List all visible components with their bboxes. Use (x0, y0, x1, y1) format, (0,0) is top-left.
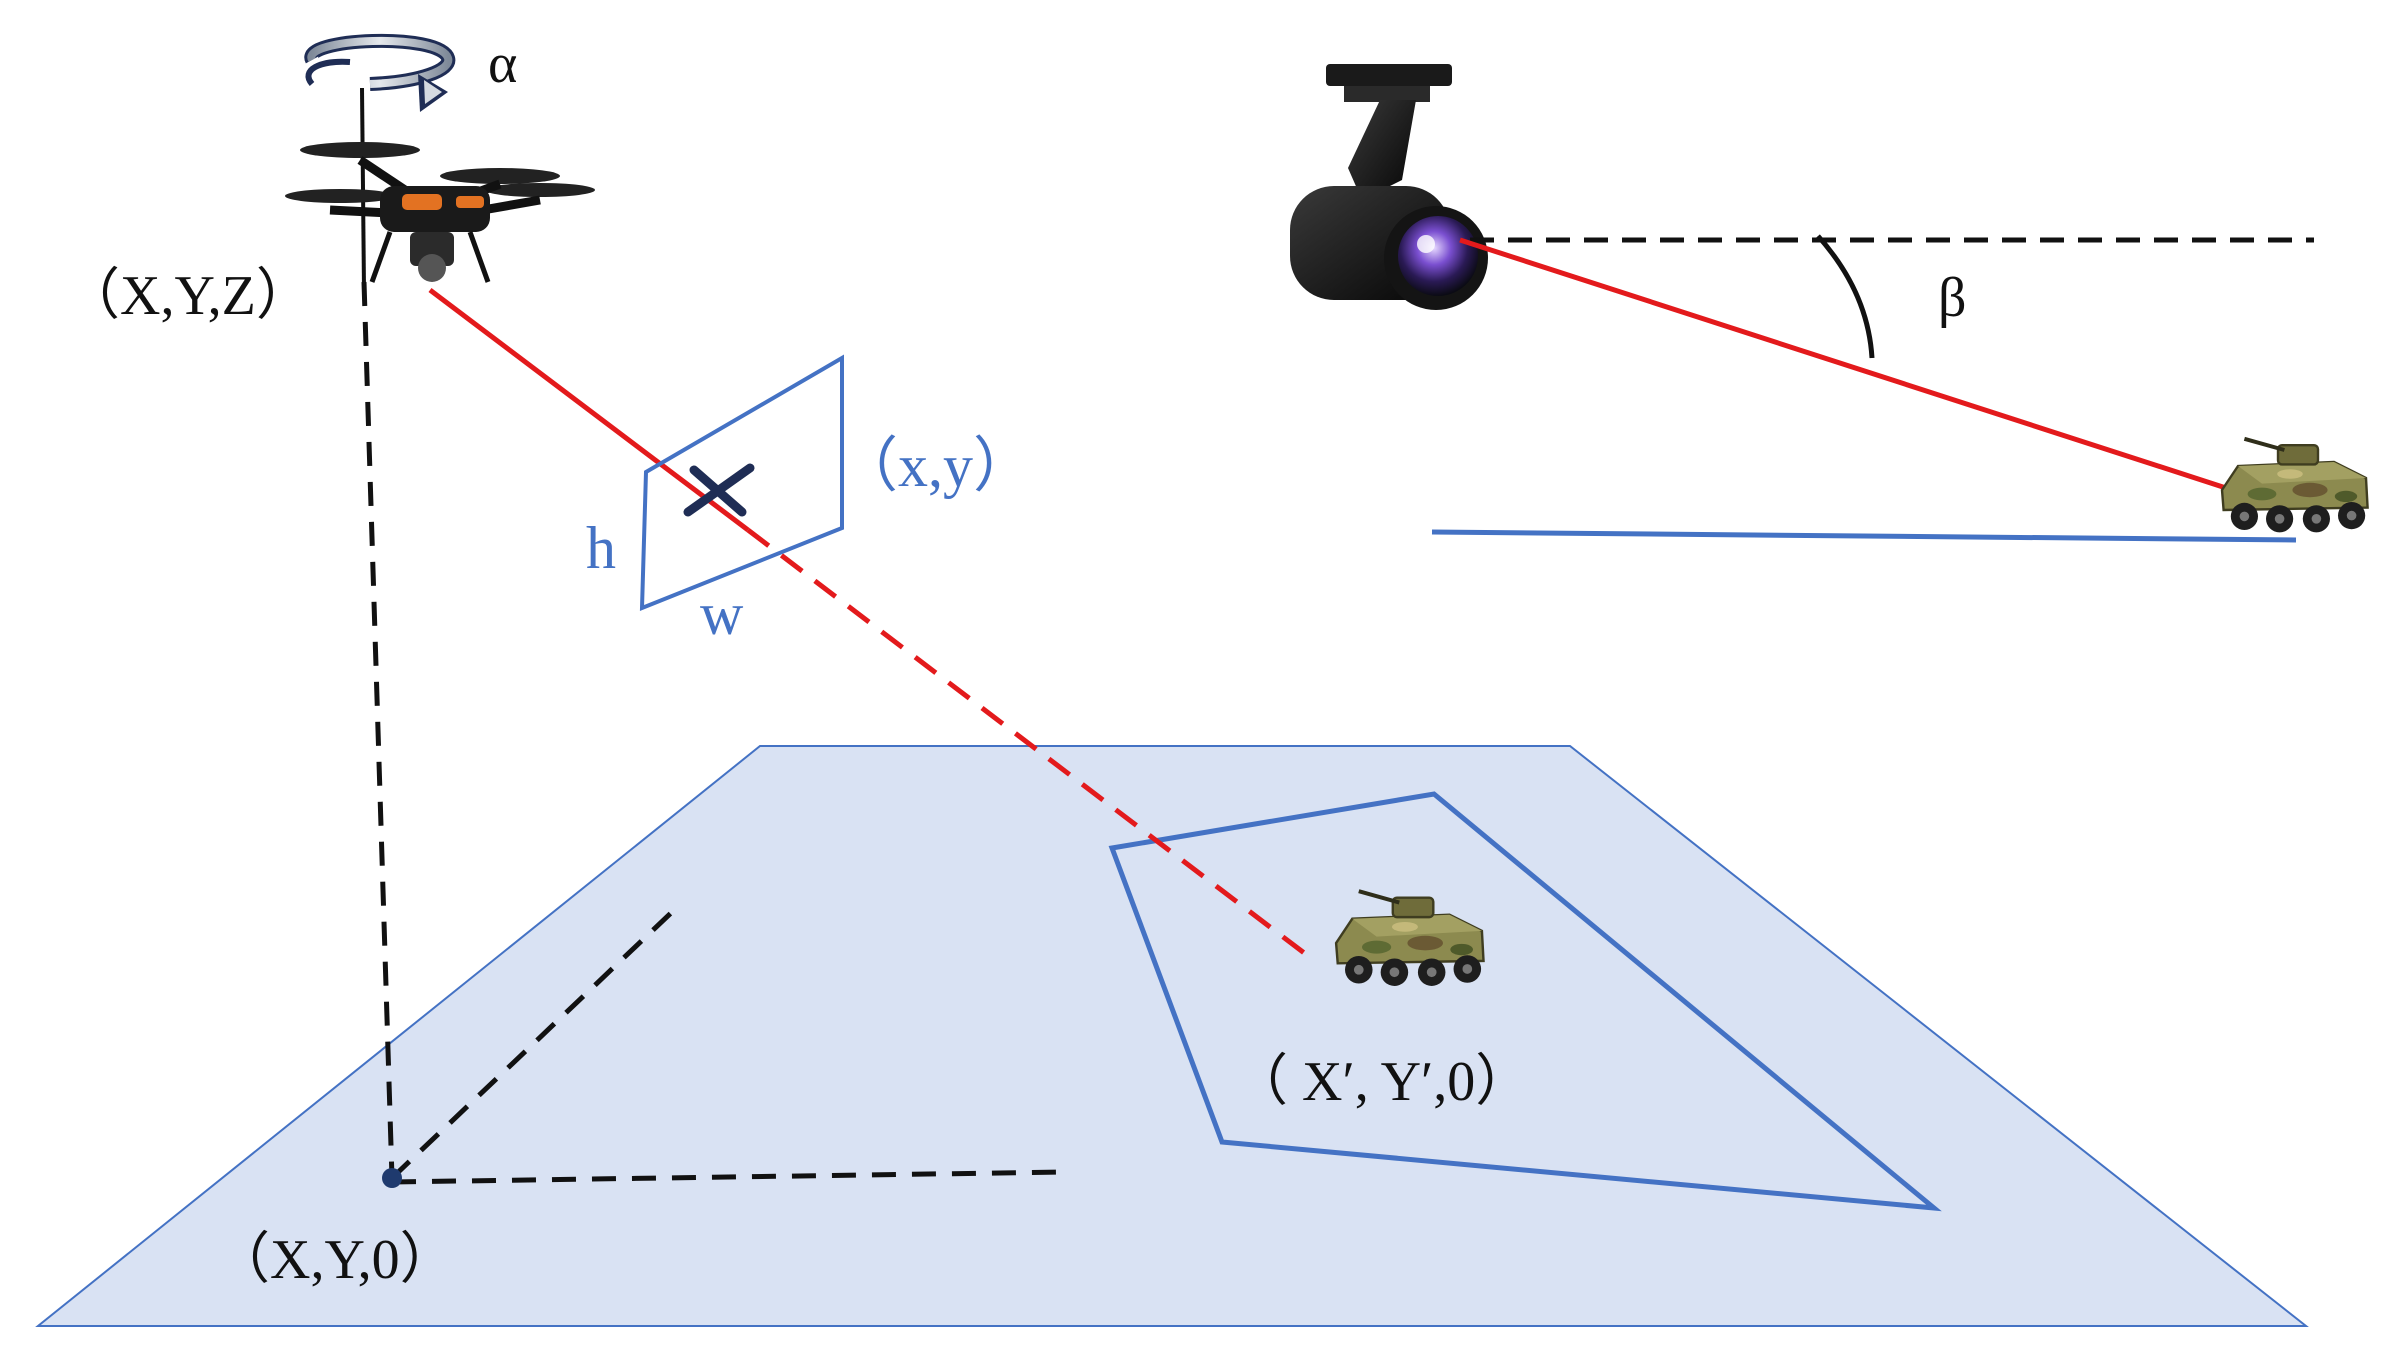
inset-ground-line (1431, 529, 2297, 543)
rotation-arrow-icon (304, 33, 456, 112)
beta-label: β (1938, 267, 1967, 329)
target-position-label: （ X′, Y′,0） (1232, 1051, 1531, 1113)
crosshair-icon (683, 463, 755, 517)
vertical-dashed-line (361, 281, 395, 1179)
ground-point-label: （X,Y,0） (214, 1229, 456, 1291)
quadcopter-drone-icon (285, 87, 595, 291)
image-point-label: （x,y） (838, 433, 1033, 499)
camera-sight-line (1459, 237, 2227, 491)
ground-axis-diagonal (390, 910, 674, 1180)
ground-footprint (1108, 791, 1942, 1212)
image-plane (639, 354, 844, 611)
ground-axis-horizontal (391, 1169, 1067, 1185)
ground-point-dot (382, 1168, 402, 1188)
beta-angle-arc (1816, 234, 1875, 359)
image-height-label: h (586, 515, 616, 581)
line-of-sight-dashed (746, 528, 1318, 964)
alpha-label: α (488, 33, 517, 95)
inset-armored-vehicle-icon (2220, 436, 2370, 535)
line-of-sight-solid (428, 288, 750, 532)
image-width-label: w (700, 581, 744, 647)
drone-position-label: （X,Y,Z） (64, 265, 312, 327)
gimbal-camera-icon (1290, 64, 1488, 310)
